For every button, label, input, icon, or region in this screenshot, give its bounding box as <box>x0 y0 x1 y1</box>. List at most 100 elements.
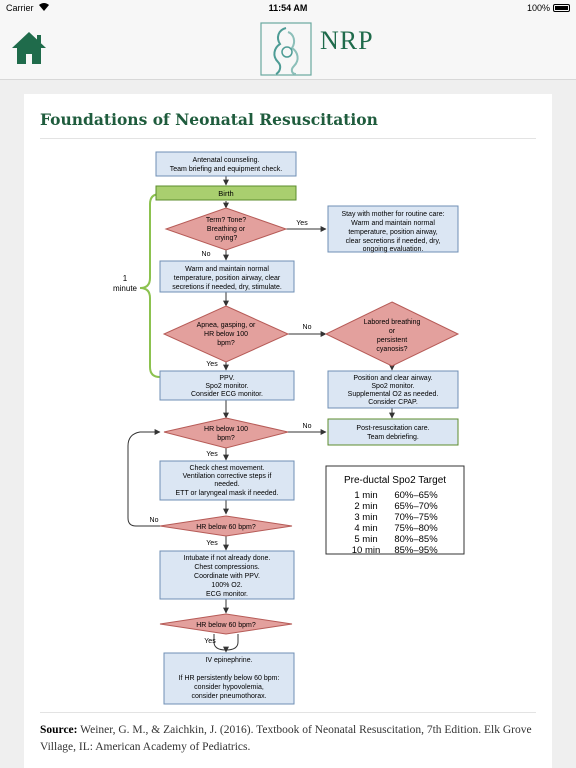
stay-line-1: Stay with mother for routine care: <box>341 211 444 218</box>
spo2-row-range: 75%–80% <box>394 523 438 534</box>
home-icon[interactable] <box>10 30 48 66</box>
epi-line-1: IV epinephrine. <box>205 657 252 664</box>
term-no-label: No <box>202 251 211 258</box>
position-line-3: Supplemental O2 as needed. <box>348 391 439 398</box>
hr100-decision <box>163 417 289 449</box>
position-line-4: Consider CPAP. <box>368 399 418 406</box>
apnea-line-3: bpm? <box>217 340 235 347</box>
battery-percent: 100% <box>526 3 550 13</box>
epi-line-5: consider pneumothorax. <box>191 693 266 700</box>
hr60a-label: HR below 60 bpm? <box>196 524 256 531</box>
labored-decision <box>324 301 460 367</box>
spo2-row-time: 1 min <box>354 490 377 501</box>
spo2-row-range: 65%–70% <box>394 501 438 512</box>
birth-box <box>155 185 297 201</box>
warm-line-2: temperature, position airway, clear <box>174 275 281 282</box>
warm-box <box>159 260 295 293</box>
hr100-no-label: No <box>303 423 312 430</box>
one-minute-label-1: 1 <box>123 274 128 283</box>
stay-line-3: temperature, position airway, <box>348 229 437 236</box>
check-chest-box <box>159 460 295 501</box>
term-line-3: crying? <box>215 235 238 242</box>
source-citation: Source: Weiner, G. M., & Zaichkin, J. (2… <box>40 722 536 756</box>
stay-line-4: clear secretions if needed, dry, <box>346 238 441 245</box>
nav-bar: NRP <box>0 16 576 80</box>
warm-line-3: secretions if needed, dry, stimulate. <box>172 284 282 291</box>
title-divider <box>40 138 536 139</box>
antenatal-line-1: Antenatal counseling. <box>193 157 260 164</box>
apnea-line-2: HR below 100 <box>204 331 248 338</box>
spo2-row-time: 5 min <box>354 534 377 545</box>
warm-line-1: Warm and maintain normal <box>185 266 269 273</box>
check-line-3: needed. <box>214 481 239 488</box>
hr100-line-2: bpm? <box>217 435 235 442</box>
spo2-row-range: 70%–75% <box>394 512 438 523</box>
intubate-line-2: Chest compressions. <box>194 564 259 571</box>
antenatal-box <box>155 151 297 177</box>
content-card: Foundations of Neonatal Resuscitation 1 … <box>24 94 552 768</box>
hr100-yes-label: Yes <box>206 451 218 458</box>
apnea-yes-label: Yes <box>206 361 218 368</box>
epinephrine-box <box>163 652 295 705</box>
ppv-box <box>159 370 295 401</box>
spo2-row-time: 2 min <box>354 501 377 512</box>
intubate-line-5: ECG monitor. <box>206 591 248 598</box>
spo2-row-time: 10 min <box>352 545 381 556</box>
spo2-row-time: 3 min <box>354 512 377 523</box>
stay-with-mother-box <box>327 205 459 253</box>
spo2-row-range: 85%–95% <box>394 545 438 556</box>
battery-icon <box>553 4 570 12</box>
term-decision <box>164 207 288 251</box>
spo2-target-table <box>325 465 465 555</box>
hr60b-yes-label: Yes <box>204 638 216 645</box>
status-bar: Carrier 11:54 AM 100% <box>0 0 576 16</box>
check-line-1: Check chest movement. <box>189 465 264 472</box>
labored-line-1: Labored breathing <box>364 319 421 326</box>
intubate-box <box>159 550 295 600</box>
position-line-1: Position and clear airway. <box>353 375 432 382</box>
term-yes-label: Yes <box>296 220 308 227</box>
ppv-line-3: Consider ECG monitor. <box>191 391 263 398</box>
check-line-2: Ventilation corrective steps if <box>183 473 272 480</box>
spo2-row-range: 80%–85% <box>394 534 438 545</box>
ppv-line-1: PPV. <box>219 375 234 382</box>
position-airway-box <box>327 370 459 409</box>
spo2-row-range: 60%–65% <box>394 490 438 501</box>
epi-line-3: If HR persistently below 60 bpm: <box>179 675 280 682</box>
apnea-decision <box>162 305 290 363</box>
labored-line-2: or <box>389 328 396 335</box>
intubate-line-3: Coordinate with PPV. <box>194 573 260 580</box>
app-title: NRP <box>320 26 374 55</box>
apnea-no-label: No <box>303 324 312 331</box>
intubate-line-4: 100% O2. <box>211 582 242 589</box>
antenatal-line-2: Team briefing and equipment check. <box>170 166 283 173</box>
epi-line-4: consider hypovolemia, <box>194 684 264 691</box>
labored-line-4: cyanosis? <box>376 346 407 353</box>
wifi-icon <box>39 3 49 11</box>
post-line-2: Team debriefing. <box>367 434 419 441</box>
check-line-4: ETT or laryngeal mask if needed. <box>176 490 279 497</box>
status-time: 11:54 AM <box>268 3 308 13</box>
one-minute-label-2: minute <box>113 284 138 293</box>
term-line-2: Breathing or <box>207 226 246 233</box>
apnea-line-1: Apnea, gasping, or <box>197 322 256 329</box>
hr60-decision-b <box>159 613 293 635</box>
post-resuscitation-box <box>327 418 459 446</box>
stay-line-2: Warm and maintain normal <box>351 220 435 227</box>
one-minute-bracket <box>139 193 161 378</box>
carrier-label: Carrier <box>6 3 34 13</box>
source-text: Weiner, G. M., & Zaichkin, J. (2016). Te… <box>40 724 532 753</box>
spo2-row-time: 4 min <box>354 523 377 534</box>
hr60-decision-a <box>159 515 293 537</box>
nrp-algorithm-flowchart: 1 minute Antenatal counseling. Team <box>113 151 465 705</box>
page-title: Foundations of Neonatal Resuscitation <box>40 110 378 129</box>
birth-label: Birth <box>218 189 233 198</box>
position-line-2: Spo2 monitor. <box>371 383 414 390</box>
spo2-table-rows: 1 min 60%–65% 2 min 65%–70% 3 min 70%–75… <box>352 490 438 556</box>
term-line-1: Term? Tone? <box>206 217 246 224</box>
ppv-line-2: Spo2 monitor. <box>205 383 248 390</box>
hr100-line-1: HR below 100 <box>204 426 248 433</box>
source-label: Source: <box>40 724 78 736</box>
stay-line-5: ongoing evaluation. <box>363 246 424 253</box>
source-divider <box>40 712 536 713</box>
